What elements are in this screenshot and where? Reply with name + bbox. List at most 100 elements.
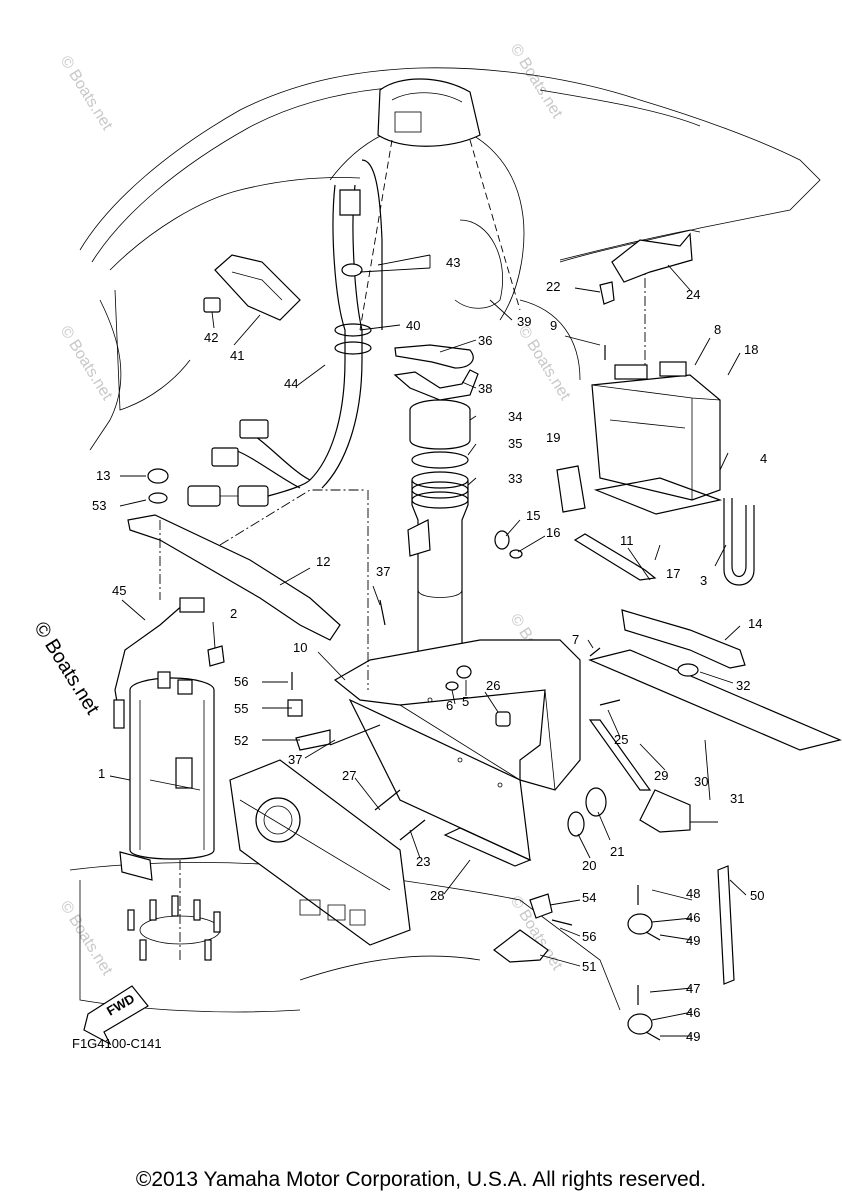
filler-clamp-upper xyxy=(394,344,474,369)
callout-25: 25 xyxy=(614,732,628,747)
callout-37b: 37 xyxy=(288,752,302,767)
callout-4: 4 xyxy=(760,451,767,466)
callout-1: 1 xyxy=(98,766,105,781)
battery-strap xyxy=(611,232,693,283)
callout-55: 55 xyxy=(234,701,248,716)
svg-text:© Boats.net: © Boats.net xyxy=(507,41,566,122)
callout-37a: 37 xyxy=(376,564,390,579)
washer xyxy=(148,492,168,504)
callout-46b: 46 xyxy=(686,1005,700,1020)
pump-mount-studs xyxy=(127,860,221,961)
hose-holder-inner xyxy=(231,271,283,301)
callout-49a: 49 xyxy=(686,933,700,948)
callout-45: 45 xyxy=(112,583,126,598)
callout-14: 14 xyxy=(748,616,762,631)
callout-56a: 56 xyxy=(234,674,248,689)
callout-12: 12 xyxy=(316,554,330,569)
callout-36: 36 xyxy=(478,333,492,348)
callout-5: 5 xyxy=(462,694,469,709)
sender-connector xyxy=(179,597,205,613)
callout-54: 54 xyxy=(582,890,596,905)
callout-20: 20 xyxy=(582,858,596,873)
callout-48: 48 xyxy=(686,886,700,901)
callout-28: 28 xyxy=(430,888,444,903)
callout-17: 17 xyxy=(666,566,680,581)
callout-31: 31 xyxy=(730,791,744,806)
hose-holder xyxy=(214,254,301,321)
callout-7: 7 xyxy=(572,632,579,647)
pad-long xyxy=(588,649,842,751)
clips-and-ties xyxy=(493,865,735,1041)
callout-6: 6 xyxy=(446,698,453,713)
callout-43: 43 xyxy=(446,255,460,270)
callout-47: 47 xyxy=(686,981,700,996)
callout-35: 35 xyxy=(508,436,522,451)
callout-53: 53 xyxy=(92,498,106,513)
callout-46a: 46 xyxy=(686,910,700,925)
callout-29: 29 xyxy=(654,768,668,783)
pad-bottom xyxy=(443,827,532,867)
filler-clamp-lower xyxy=(393,369,479,401)
callout-50: 50 xyxy=(750,888,764,903)
callout-52: 52 xyxy=(234,733,248,748)
callout-10: 10 xyxy=(293,640,307,655)
callout-8: 8 xyxy=(714,322,721,337)
strap-bracket xyxy=(599,281,615,305)
callout-22: 22 xyxy=(546,279,560,294)
callout-26: 26 xyxy=(486,678,500,693)
callout-19: 19 xyxy=(546,430,560,445)
callout-13: 13 xyxy=(96,468,110,483)
wiring-harness xyxy=(187,419,311,507)
gauge-assembly xyxy=(359,78,521,331)
callout-33: 33 xyxy=(508,471,522,486)
callout-32: 32 xyxy=(736,678,750,693)
callout-27: 27 xyxy=(342,768,356,783)
callout-24: 24 xyxy=(686,287,700,302)
callout-23: 23 xyxy=(416,854,430,869)
copyright-notice: ©2013 Yamaha Motor Corporation, U.S.A. A… xyxy=(135,1168,707,1191)
callout-51: 51 xyxy=(582,959,596,974)
callout-18: 18 xyxy=(744,342,758,357)
callout-labels: 1 2 3 4 5 6 7 8 9 10 11 12 13 14 15 16 1… xyxy=(92,255,767,1044)
callout-9: 9 xyxy=(550,318,557,333)
connector-cap xyxy=(207,645,225,667)
diagram-code: F1G4100-C141 xyxy=(72,1036,162,1051)
grommet-small xyxy=(567,811,585,837)
svg-text:© Boats.net: © Boats.net xyxy=(57,898,116,979)
battery xyxy=(591,260,721,501)
battery-tray xyxy=(593,477,723,515)
callout-42: 42 xyxy=(204,330,218,345)
callout-21: 21 xyxy=(610,844,624,859)
nut xyxy=(147,468,169,484)
fuel-hose xyxy=(309,159,383,489)
callout-38: 38 xyxy=(478,381,492,396)
callout-39: 39 xyxy=(517,314,531,329)
callout-56b: 56 xyxy=(582,929,596,944)
svg-text:© Boats.net: © Boats.net xyxy=(515,323,574,404)
callout-3: 3 xyxy=(700,573,707,588)
grommet-large xyxy=(585,787,607,817)
holder-nut xyxy=(203,297,221,313)
pad-side xyxy=(588,719,652,791)
plate xyxy=(573,533,657,581)
fuel-pump xyxy=(119,671,215,881)
callout-44: 44 xyxy=(284,376,298,391)
filler-neck xyxy=(407,399,471,670)
fasteners xyxy=(287,345,621,841)
callout-11: 11 xyxy=(620,533,634,548)
long-bracket xyxy=(127,514,341,641)
svg-text:© Boats.net: © Boats.net xyxy=(57,323,116,404)
callout-34: 34 xyxy=(508,409,522,424)
battery-pad xyxy=(556,465,586,513)
damper xyxy=(495,711,511,727)
leader-lines xyxy=(109,254,747,1037)
bracket-arm xyxy=(621,609,746,669)
callout-30: 30 xyxy=(694,774,708,789)
svg-text:© Boats.net: © Boats.net xyxy=(57,53,116,134)
vent-tube-inner xyxy=(731,498,747,578)
callout-49b: 49 xyxy=(686,1029,700,1044)
callout-15: 15 xyxy=(526,508,540,523)
cover xyxy=(639,789,691,833)
callout-41: 41 xyxy=(230,348,244,363)
